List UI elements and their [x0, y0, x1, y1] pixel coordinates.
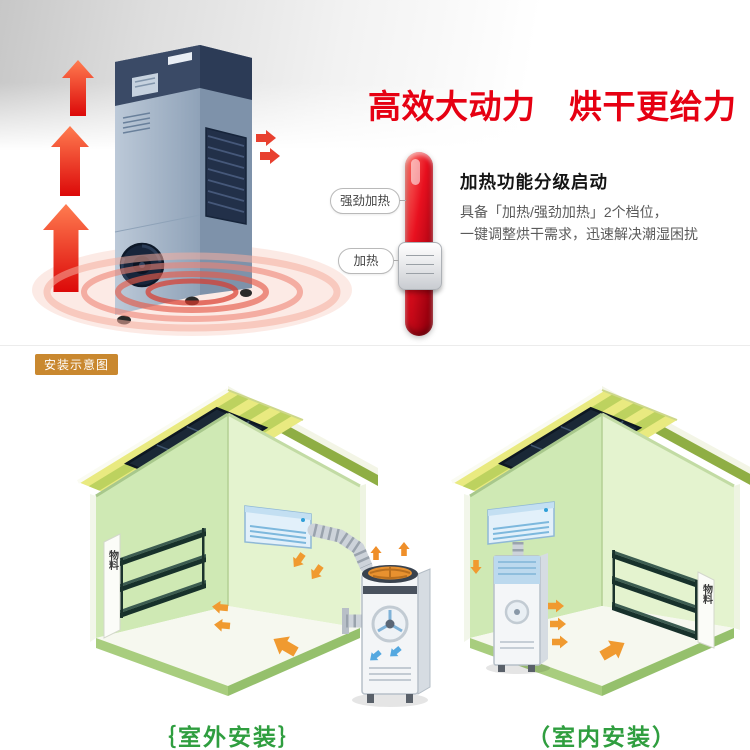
callout-line-normal: [392, 260, 399, 261]
installation-section: 安装示意图: [0, 345, 750, 750]
slider-label-strong-heat: 强劲加热: [330, 188, 400, 214]
slider-label-heat: 加热: [338, 248, 394, 274]
material-shelf: 物料: [103, 528, 206, 639]
house-indoor-install: 物料: [450, 384, 750, 698]
shelf-label: 物料: [701, 583, 713, 605]
slider-knob: [398, 242, 442, 290]
installation-diagram: 物料: [76, 384, 750, 707]
material-shelf: 物料: [612, 550, 715, 649]
house-outdoor-install: 物料: [76, 384, 431, 707]
feature-text-line2: 一键调整烘干需求，迅速解决潮湿困扰: [460, 226, 698, 242]
feature-text-line1: 具备「加热/强劲加热」2个档位，: [460, 204, 668, 220]
caster-wheel: [240, 289, 252, 297]
outdoor-dryer-unit: [352, 542, 431, 707]
front-vent: [122, 112, 151, 134]
section-tag: 安装示意图: [35, 354, 119, 375]
wall-mounted-unit: [487, 501, 555, 545]
wall-mounted-unit: [244, 505, 312, 549]
headline: 高效大动力 烘干更给力: [368, 88, 737, 125]
dryer-machine-illustration: [32, 45, 352, 336]
indoor-dryer-unit: [486, 553, 550, 674]
shelf-label: 物料: [107, 549, 119, 571]
brand-badge: [168, 52, 192, 65]
caption-indoor-install: （室内安装）: [527, 724, 677, 750]
heat-ripples: [43, 252, 341, 332]
machine: [114, 45, 252, 325]
duct-upper: [307, 523, 373, 573]
caption-outdoor-install: ｛室外安装｝: [153, 724, 303, 750]
callout-line-strong: [398, 200, 406, 201]
side-grille: [205, 127, 247, 225]
exhaust-arrows: [256, 130, 280, 164]
feature-title: 加热功能分级启动: [460, 172, 608, 192]
